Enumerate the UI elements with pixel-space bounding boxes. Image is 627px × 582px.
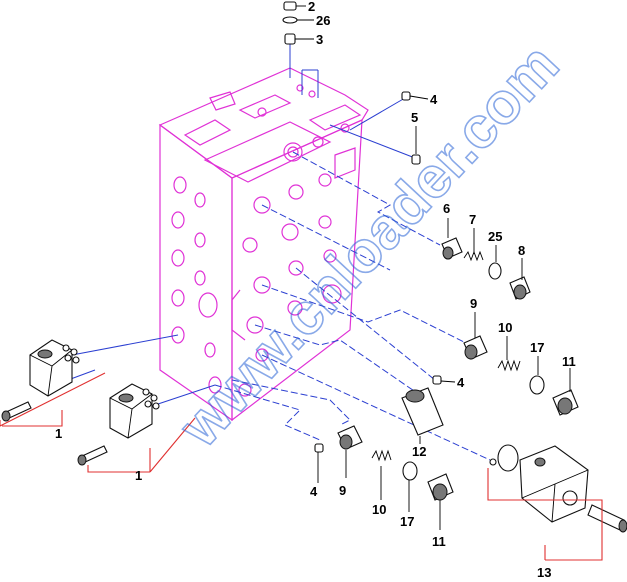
poppet-6: [441, 237, 463, 260]
plug-5: [411, 154, 421, 165]
spring-10-lower: [371, 449, 392, 462]
lower-cartridge-parts: [314, 425, 454, 501]
callout-brackets: [0, 372, 603, 561]
callout-2: 2: [308, 0, 315, 14]
callout-17-lower: 17: [400, 514, 414, 529]
o-ring-25: [488, 262, 502, 280]
plug-assembly-top: [282, 1, 298, 45]
spool-12: [401, 387, 444, 436]
callout-25: 25: [488, 229, 502, 244]
solenoid-valve-1-upper: [1, 339, 80, 422]
plug-8: [509, 276, 531, 300]
callout-17-upper: 17: [530, 340, 544, 355]
callout-1-upper: 1: [55, 426, 62, 441]
callout-12: 12: [412, 444, 426, 459]
callout-9-lower: 9: [339, 483, 346, 498]
cover-assembly-13: [489, 444, 627, 533]
plug-4-middle: [432, 375, 442, 385]
spring-10-upper: [497, 359, 521, 372]
plug-11-upper: [552, 389, 579, 416]
middle-cartridge-parts: [401, 335, 579, 436]
poppet-9-upper: [463, 335, 488, 360]
o-ring-17-upper: [529, 375, 545, 395]
callout-1-lower: 1: [135, 468, 142, 483]
callout-10-lower: 10: [372, 502, 386, 517]
callout-9-upper: 9: [470, 296, 477, 311]
spring-7: [463, 250, 484, 262]
callout-3: 3: [316, 32, 323, 47]
leader-lines: [67, 42, 491, 461]
callout-7: 7: [469, 212, 476, 227]
callout-10-upper: 10: [498, 320, 512, 335]
solenoid-valve-1-lower: [77, 383, 160, 466]
plug-3: [284, 33, 296, 45]
upper-cartridge-parts: [401, 91, 531, 300]
callout-11-upper: 11: [562, 354, 576, 369]
callout-5: 5: [411, 110, 418, 125]
callout-4-top: 4: [430, 92, 438, 107]
callout-11-lower: 11: [432, 534, 446, 549]
callout-leaders: [295, 5, 571, 530]
callout-26: 26: [316, 13, 330, 28]
plug-11-lower: [427, 473, 454, 501]
callout-4-lower: 4: [310, 484, 318, 499]
o-ring-26: [282, 16, 298, 24]
o-ring-17-lower: [402, 461, 418, 481]
control-valve-body: [158, 67, 369, 422]
callout-13: 13: [537, 565, 551, 580]
plug-4-lower: [314, 443, 324, 453]
callout-labels: 2 26 3 4 5 6 7 25 8 9 10 17 11 4 12 4 9 …: [55, 0, 576, 580]
callout-8: 8: [518, 243, 525, 258]
plug-2: [283, 1, 297, 11]
plug-4-upper: [401, 91, 411, 101]
callout-4-middle: 4: [457, 375, 465, 390]
callout-6: 6: [443, 201, 450, 216]
poppet-9-lower: [337, 425, 363, 450]
o-ring-13: [497, 444, 519, 472]
